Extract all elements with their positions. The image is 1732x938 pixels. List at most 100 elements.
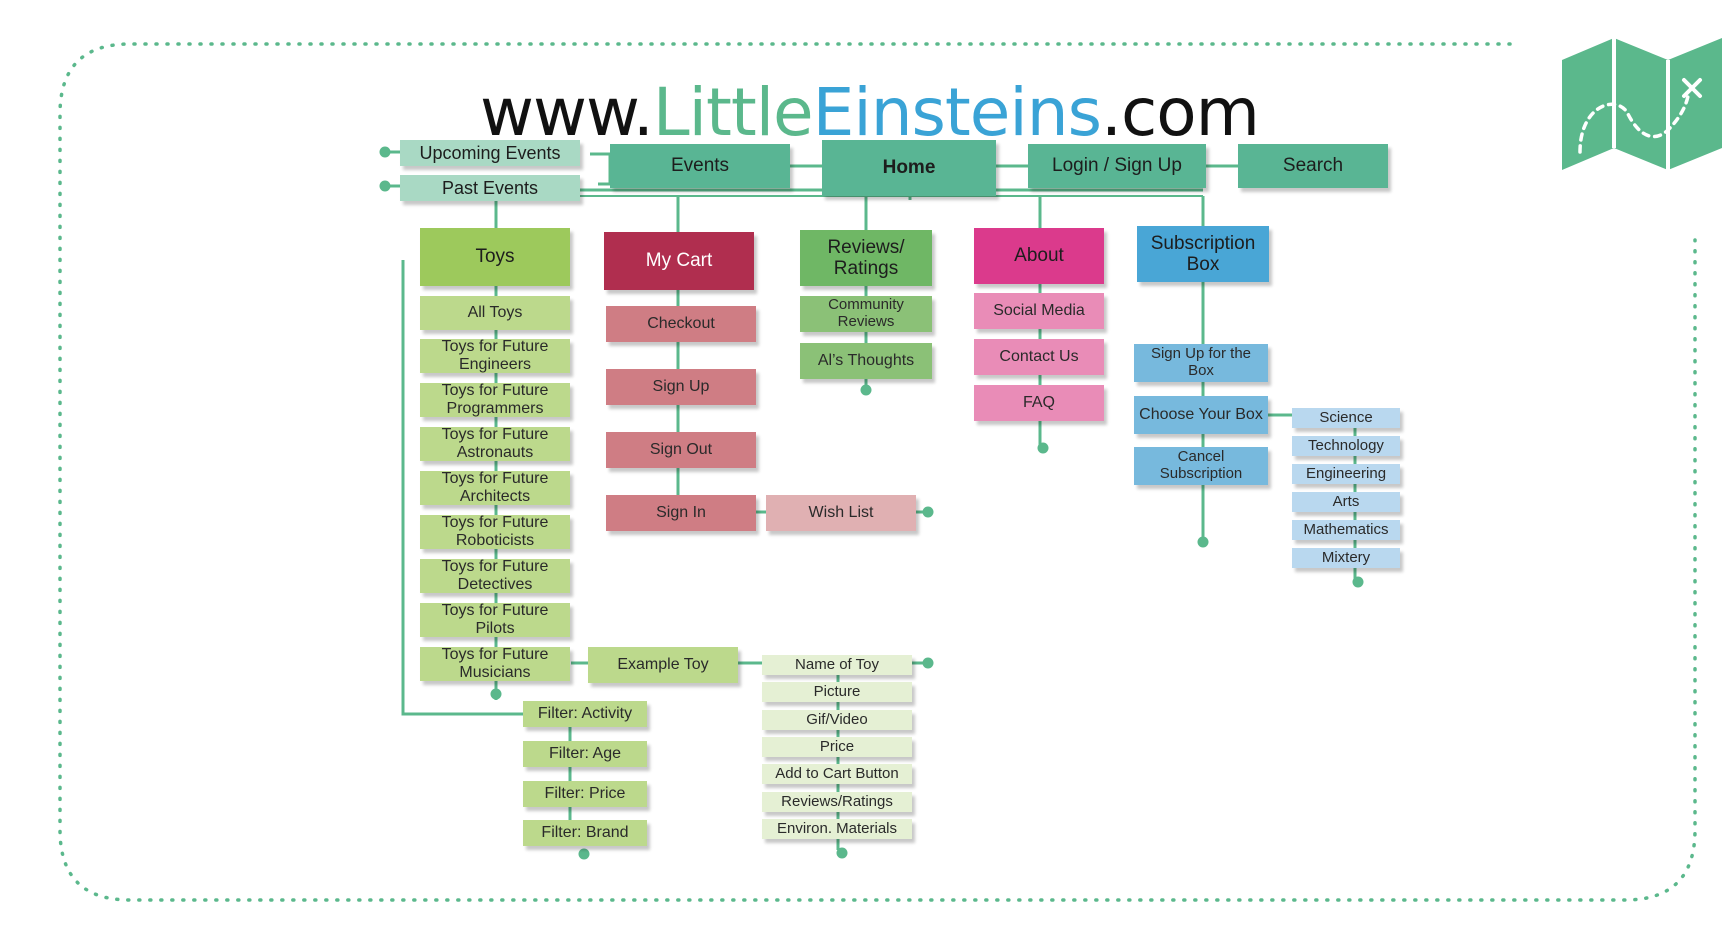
toy-category-item-label: Toys for Future Astronauts [441, 426, 549, 461]
nav-past-events[interactable]: Past Events [400, 175, 580, 201]
example-toy[interactable]: Example Toy [588, 647, 738, 683]
cart-item-label: Checkout [647, 315, 715, 333]
toy-detail-item-label: Gif/Video [806, 710, 868, 728]
about-item[interactable]: Social Media [974, 293, 1104, 329]
cart-item[interactable]: Sign Out [606, 432, 756, 468]
toy-detail-item-label: Name of Toy [795, 655, 879, 673]
cart-item[interactable]: Sign Up [606, 369, 756, 405]
toy-filter-item[interactable]: Filter: Brand [523, 820, 647, 846]
box-type-item-label: Science [1319, 408, 1373, 426]
subscription-item-label: Cancel Subscription [1159, 448, 1243, 482]
connector-end-dot [379, 180, 391, 192]
toy-category-item-label: Toys for Future Musicians [441, 646, 549, 681]
box-type-item[interactable]: Mixtery [1292, 548, 1400, 568]
toy-filter-item[interactable]: Filter: Age [523, 741, 647, 767]
toy-filter-item[interactable]: Filter: Activity [523, 701, 647, 727]
nav-login[interactable]: Login / Sign Up [1028, 144, 1206, 188]
toy-category-item-label: Toys for Future Engineers [441, 338, 549, 373]
toy-detail-item[interactable]: Name of Toy [762, 655, 912, 675]
toy-category-item[interactable]: Toys for Future Astronauts [420, 426, 570, 461]
category-toys[interactable]: Toys [420, 228, 570, 286]
cart-item-label: Sign In [656, 504, 706, 522]
review-item[interactable]: Community Reviews [800, 296, 932, 332]
nav-search[interactable]: Search [1238, 144, 1388, 188]
review-item-label: Community Reviews [828, 296, 904, 330]
about-item[interactable]: FAQ [974, 385, 1104, 421]
toy-detail-item-label: Price [819, 737, 855, 755]
connector-end-dot [836, 847, 848, 859]
about-item[interactable]: Contact Us [974, 339, 1104, 375]
nav-search-label: Search [1282, 155, 1344, 177]
category-about[interactable]: About [974, 228, 1104, 284]
nav-home[interactable]: Home [822, 140, 996, 196]
toy-category-item[interactable]: Toys for Future Detectives [420, 558, 570, 593]
toy-category-item[interactable]: Toys for Future Engineers [420, 338, 570, 373]
box-type-item[interactable]: Engineering [1292, 464, 1400, 484]
nav-past-events-label: Past Events [441, 177, 539, 198]
nav-events-label: Events [670, 155, 730, 177]
toy-category-item[interactable]: Toys for Future Pilots [420, 602, 570, 637]
category-subscription[interactable]: Subscription Box [1137, 226, 1269, 282]
example-toy-label: Example Toy [617, 656, 709, 674]
toy-category-item-label: All Toys [467, 304, 523, 322]
box-type-item-label: Arts [1332, 492, 1360, 510]
subscription-item-label: Choose Your Box [1139, 406, 1263, 424]
subscription-item[interactable]: Sign Up for the Box [1134, 344, 1268, 382]
box-type-item[interactable]: Science [1292, 408, 1400, 428]
toy-category-item-label: Toys for Future Pilots [441, 602, 549, 637]
box-type-item[interactable]: Arts [1292, 492, 1400, 512]
cart-wish-list-label: Wish List [808, 504, 874, 522]
toy-category-item[interactable]: Toys for Future Architects [420, 470, 570, 505]
connector-end-dot [922, 657, 934, 669]
toy-detail-item[interactable]: Add to Cart Button [762, 764, 912, 784]
connector-line [401, 260, 525, 716]
review-item-label: Al’s Thoughts [817, 352, 915, 370]
toy-detail-item[interactable]: Environ. Materials [762, 819, 912, 839]
toy-category-item[interactable]: Toys for Future Roboticists [420, 514, 570, 549]
toy-detail-item[interactable]: Gif/Video [762, 710, 912, 730]
nav-events[interactable]: Events [610, 144, 790, 188]
toy-category-item[interactable]: All Toys [420, 296, 570, 330]
category-my-cart-label: My Cart [645, 250, 713, 272]
subscription-item[interactable]: Choose Your Box [1134, 396, 1268, 434]
connector-end-dot [490, 688, 502, 700]
toy-detail-item-label: Environ. Materials [776, 819, 898, 837]
about-item-label: FAQ [1022, 394, 1055, 412]
toy-category-item[interactable]: Toys for Future Musicians [420, 646, 570, 681]
about-item-label: Social Media [993, 302, 1085, 320]
connector-end-dot [860, 384, 872, 396]
toy-filter-item[interactable]: Filter: Price [523, 781, 647, 807]
box-type-item[interactable]: Technology [1292, 436, 1400, 456]
nav-upcoming-events[interactable]: Upcoming Events [400, 140, 580, 166]
category-reviews[interactable]: Reviews/ Ratings [800, 230, 932, 286]
cart-item[interactable]: Sign In [606, 495, 756, 531]
toy-category-item-label: Toys for Future Roboticists [441, 514, 549, 549]
review-item[interactable]: Al’s Thoughts [800, 343, 932, 379]
box-type-item-label: Mathematics [1303, 520, 1389, 538]
toy-detail-item[interactable]: Reviews/Ratings [762, 792, 912, 812]
connector-end-dot [1197, 536, 1209, 548]
box-type-item[interactable]: Mathematics [1292, 520, 1400, 540]
connector-end-dot [922, 506, 934, 518]
connector-line [590, 152, 612, 186]
cart-item-label: Sign Out [649, 441, 713, 459]
nav-home-label: Home [882, 157, 936, 179]
box-type-item-label: Engineering [1305, 464, 1387, 482]
connector-end-dot [578, 848, 590, 860]
toy-detail-item[interactable]: Picture [762, 682, 912, 702]
toy-detail-item-label: Add to Cart Button [775, 764, 899, 782]
cart-item[interactable]: Checkout [606, 306, 756, 342]
toy-category-item[interactable]: Toys for Future Programmers [420, 382, 570, 417]
category-my-cart[interactable]: My Cart [604, 232, 754, 290]
toy-category-item-label: Toys for Future Detectives [441, 558, 549, 593]
subscription-item[interactable]: Cancel Subscription [1134, 447, 1268, 485]
toy-detail-item[interactable]: Price [762, 737, 912, 757]
folded-map-icon [1562, 38, 1722, 170]
nav-login-label: Login / Sign Up [1052, 155, 1182, 177]
box-type-item-label: Technology [1308, 436, 1384, 454]
connector-end-dot [1352, 576, 1364, 588]
toy-detail-item-label: Reviews/Ratings [781, 792, 893, 810]
connector-end-dot [1037, 442, 1049, 454]
toy-category-item-label: Toys for Future Programmers [441, 382, 549, 417]
cart-wish-list[interactable]: Wish List [766, 495, 916, 531]
